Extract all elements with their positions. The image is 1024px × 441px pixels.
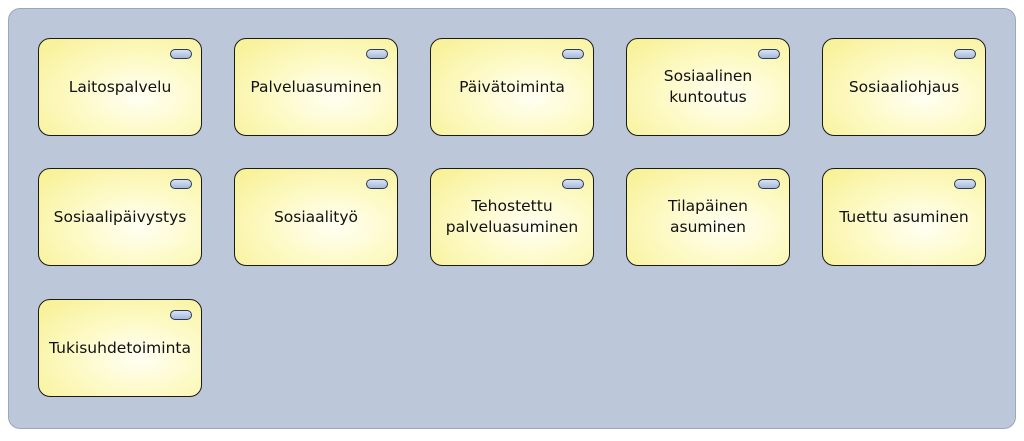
service-label: Palveluasuminen bbox=[250, 77, 382, 96]
service-label: Sosiaaliohjaus bbox=[848, 77, 960, 96]
business-service-icon bbox=[170, 49, 192, 59]
service-node-sosiaalityo[interactable]: Sosiaalityö bbox=[234, 168, 398, 266]
business-service-icon bbox=[366, 179, 388, 189]
business-service-icon bbox=[758, 179, 780, 189]
business-service-icon bbox=[758, 49, 780, 59]
service-node-tilapainen-asuminen[interactable]: Tilapäinen asuminen bbox=[626, 168, 790, 266]
business-service-icon bbox=[954, 179, 976, 189]
service-node-sosiaaliohjaus[interactable]: Sosiaaliohjaus bbox=[822, 38, 986, 136]
service-label: Päivätoiminta bbox=[459, 77, 565, 96]
service-label: Tuettu asuminen bbox=[839, 207, 969, 226]
service-label: Sosiaalipäivystys bbox=[53, 207, 187, 226]
business-service-icon bbox=[562, 49, 584, 59]
business-service-icon bbox=[562, 179, 584, 189]
service-node-paivatoiminta[interactable]: Päivätoiminta bbox=[430, 38, 594, 136]
service-node-sosiaalinen-kuntoutus[interactable]: Sosiaalinen kuntoutus bbox=[626, 38, 790, 136]
business-service-icon bbox=[170, 179, 192, 189]
service-node-tehostettu-palveluasuminen[interactable]: Tehostettu palveluasuminen bbox=[430, 168, 594, 266]
service-label: Sosiaalityö bbox=[273, 207, 359, 226]
service-label: Tukisuhdetoiminta bbox=[49, 338, 191, 357]
service-node-laitospalvelu[interactable]: Laitospalvelu bbox=[38, 38, 202, 136]
service-node-sosiaalipaivystys[interactable]: Sosiaalipäivystys bbox=[38, 168, 202, 266]
service-node-tukisuhdetoiminta[interactable]: Tukisuhdetoiminta bbox=[38, 299, 202, 397]
service-label: Tehostettu palveluasuminen bbox=[445, 197, 579, 236]
business-service-icon bbox=[954, 49, 976, 59]
business-service-icon bbox=[170, 310, 192, 320]
service-node-palveluasuminen[interactable]: Palveluasuminen bbox=[234, 38, 398, 136]
service-label: Tilapäinen asuminen bbox=[668, 197, 748, 236]
business-service-icon bbox=[366, 49, 388, 59]
service-label: Laitospalvelu bbox=[68, 77, 172, 96]
service-node-tuettu-asuminen[interactable]: Tuettu asuminen bbox=[822, 168, 986, 266]
service-label: Sosiaalinen kuntoutus bbox=[663, 67, 753, 106]
